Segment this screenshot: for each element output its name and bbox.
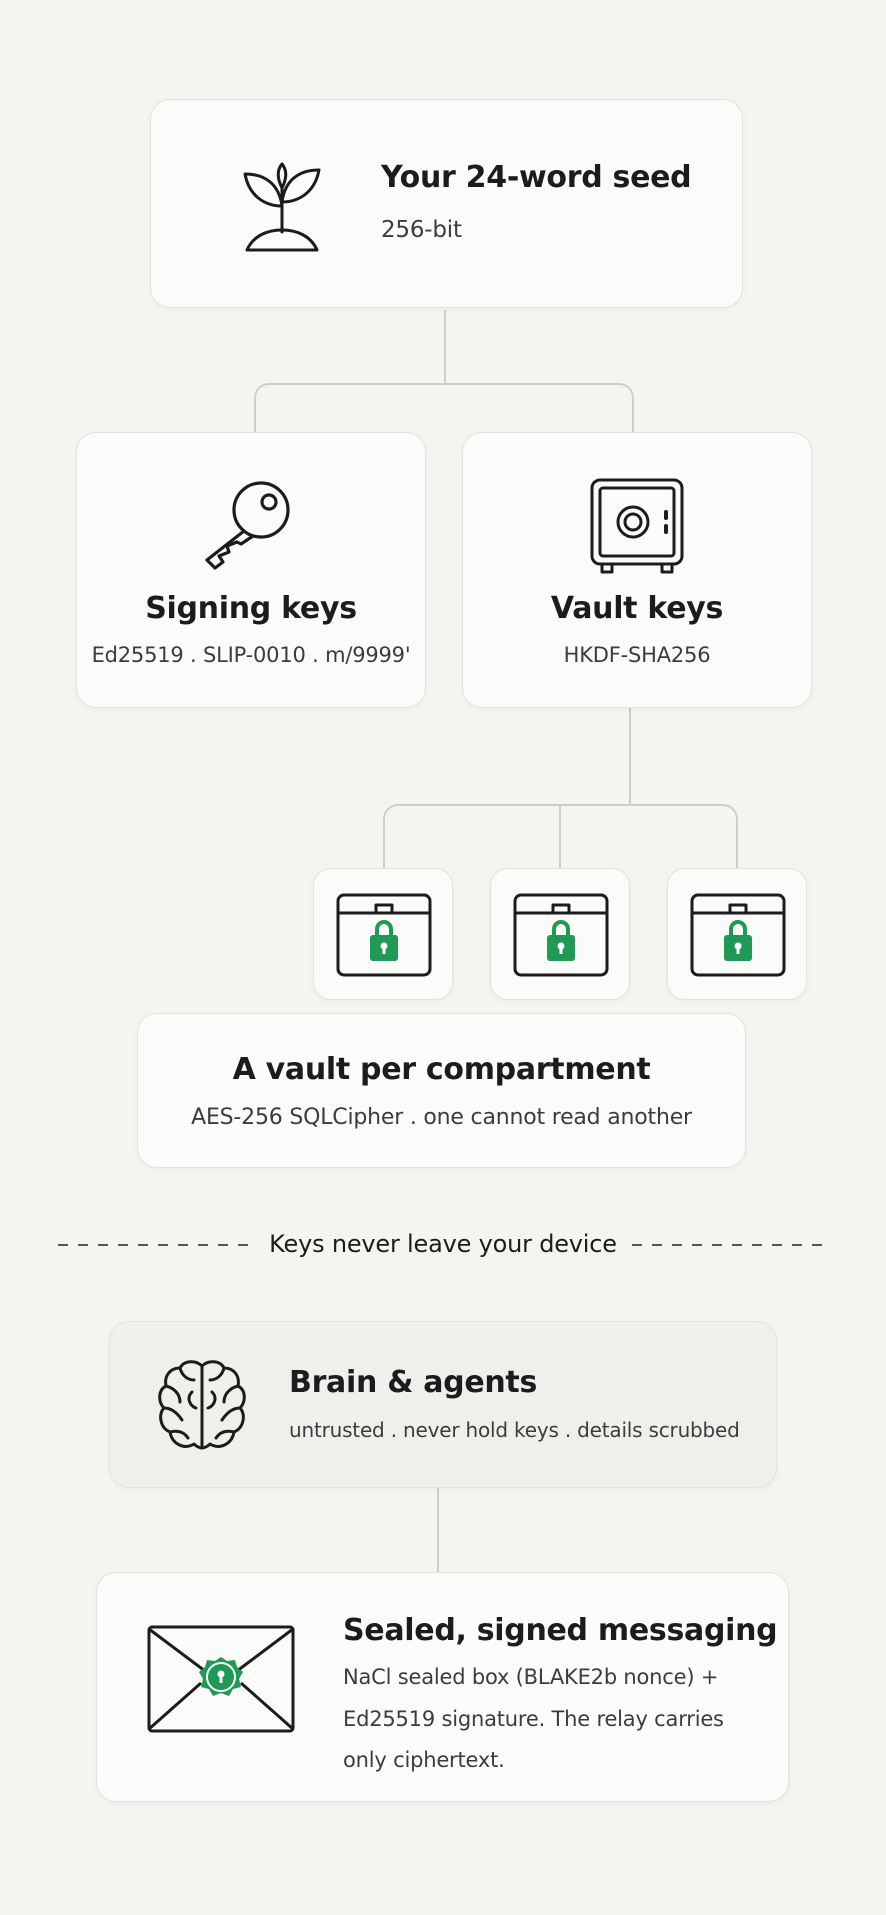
messaging-line-3: only ciphertext. [343,1748,505,1772]
seed-title: Your 24-word seed [381,160,692,195]
compartments-subtitle: AES-256 SQLCipher . one cannot read anot… [191,1105,692,1130]
locked-chest-icon [336,893,432,977]
brain-agents-title: Brain & agents [289,1365,538,1400]
signing-keys-card: Signing keys Ed25519 . SLIP-0010 . m/999… [76,432,426,708]
sprout-icon [243,162,321,252]
compartment-tile [490,868,630,1000]
compartments-title: A vault per compartment [232,1052,651,1087]
locked-chest-icon [513,893,609,977]
sealed-envelope-icon [147,1625,295,1733]
signing-keys-subtitle: Ed25519 . SLIP-0010 . m/9999' [91,643,411,667]
vault-keys-subtitle: HKDF-SHA256 [563,643,711,667]
seed-subtitle: 256-bit [381,217,462,243]
locked-chest-icon [690,893,786,977]
brain-icon [158,1360,246,1450]
seed-card: Your 24-word seed 256-bit [150,99,743,308]
messaging-line-1: NaCl sealed box (BLAKE2b nonce) + [343,1665,719,1689]
messaging-line-2: Ed25519 signature. The relay carries [343,1707,724,1731]
messaging-title: Sealed, signed messaging [343,1613,778,1648]
brain-agents-subtitle: untrusted . never hold keys . details sc… [289,1418,740,1442]
signing-keys-title: Signing keys [145,591,357,626]
compartments-card: A vault per compartment AES-256 SQLCiphe… [137,1013,746,1168]
vault-keys-card: Vault keys HKDF-SHA256 [462,432,812,708]
key-icon [205,481,290,570]
vault-keys-title: Vault keys [550,591,724,626]
brain-agents-card: Brain & agents untrusted . never hold ke… [109,1321,777,1488]
messaging-card: Sealed, signed messaging NaCl sealed box… [96,1572,789,1802]
device-boundary-label: Keys never leave your device [269,1230,617,1258]
compartment-tile [313,868,453,1000]
compartment-tile [667,868,807,1000]
safe-icon [590,478,684,574]
